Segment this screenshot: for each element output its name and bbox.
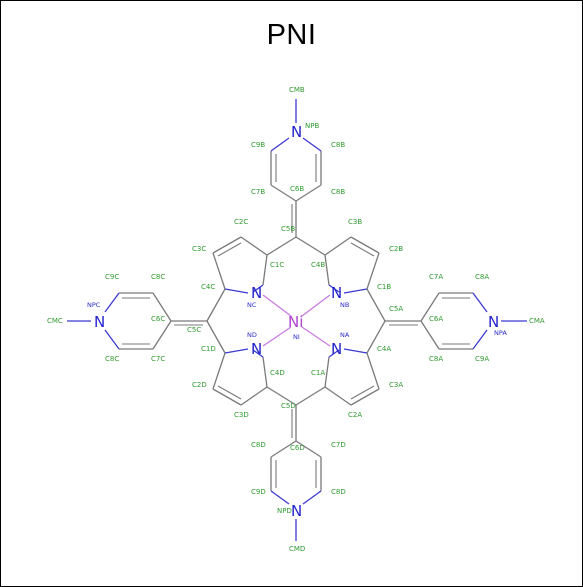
ring-c — [67, 292, 207, 350]
atom-label: NA — [340, 331, 350, 339]
n-atom-nd: N — [251, 340, 262, 358]
atom-label: CMC — [47, 317, 63, 325]
atom-label: NPD — [277, 507, 292, 515]
atom-label: C2A — [348, 411, 362, 419]
n-atom-npa: N — [488, 313, 499, 331]
atom-label: C3B — [348, 218, 362, 226]
atom-label: C9C — [105, 273, 119, 281]
atom-label: NC — [247, 301, 257, 309]
atom-label: C8B — [331, 188, 345, 196]
atom-label: NPA — [494, 329, 507, 337]
atom-label: C1B — [377, 283, 391, 291]
atom-label: C8D — [331, 488, 346, 496]
n-atom-nc: N — [251, 284, 262, 302]
atom-label: C5D — [281, 402, 296, 410]
n-atom-npb: N — [291, 123, 302, 141]
atom-label: C1D — [201, 345, 216, 353]
pyrrole-d — [212, 348, 268, 406]
atom-label: C6C — [151, 315, 165, 323]
atom-label: C6B — [290, 185, 304, 193]
atom-label: C4D — [270, 369, 285, 377]
atom-label: C4A — [377, 345, 391, 353]
atom-label: C4B — [311, 261, 325, 269]
atom-label: CMA — [529, 317, 545, 325]
atom-label: C3A — [389, 381, 403, 389]
atom-label: C2C — [234, 218, 248, 226]
atom-label: C7B — [251, 188, 265, 196]
n-atom-npc: N — [94, 313, 105, 331]
atom-label: C6D — [290, 444, 305, 452]
atom-label: C1C — [270, 261, 284, 269]
pyrrole-c — [212, 236, 268, 294]
atom-label: C7A — [429, 273, 443, 281]
ring-d — [270, 405, 322, 541]
atom-label: C1A — [311, 369, 325, 377]
ring-b — [270, 99, 322, 237]
atom-label: C7D — [331, 441, 346, 449]
n-atom-na: N — [331, 340, 342, 358]
ni-atom: Ni — [288, 313, 303, 331]
atom-label: NB — [340, 301, 349, 309]
atom-label: CMB — [289, 86, 305, 94]
atom-label: C8B — [331, 141, 345, 149]
atom-label: NI — [293, 333, 300, 341]
meso-bonds — [206, 236, 386, 406]
atom-label: C8A — [429, 355, 443, 363]
ni-coordination-bonds — [262, 294, 331, 347]
atom-label: NPC — [87, 301, 101, 309]
atom-label: NPB — [305, 122, 319, 130]
atom-label: C2D — [192, 381, 207, 389]
pyrrole-a — [324, 348, 380, 406]
atom-label: C8A — [475, 273, 489, 281]
atom-label: C2B — [389, 245, 403, 253]
atom-label: ND — [247, 331, 257, 339]
atom-label: C8C — [105, 355, 119, 363]
atom-labels: CMB NPB C9B C8B C7B C6B C8B C5B C2C C3C … — [47, 86, 545, 553]
atom-label: C8C — [151, 273, 165, 281]
n-atom-npd: N — [291, 502, 302, 520]
molecule-title: PNI — [266, 19, 317, 51]
atom-label: C8D — [251, 441, 266, 449]
n-atom-nb: N — [331, 284, 342, 302]
atom-label: C9B — [251, 141, 265, 149]
atom-label: C7C — [151, 355, 165, 363]
atom-label: C6A — [429, 315, 443, 323]
atom-label: C5C — [187, 326, 201, 334]
atom-label: C9A — [475, 355, 489, 363]
atom-label: C9D — [251, 488, 266, 496]
atom-label: C4C — [201, 283, 215, 291]
atom-label: C3C — [192, 245, 206, 253]
atom-label: C3D — [234, 411, 249, 419]
atom-label: CMD — [289, 545, 305, 553]
atom-label: C5B — [281, 225, 295, 233]
atom-label: C5A — [389, 305, 403, 313]
pyrrole-b — [324, 236, 380, 294]
ring-a — [385, 292, 527, 350]
